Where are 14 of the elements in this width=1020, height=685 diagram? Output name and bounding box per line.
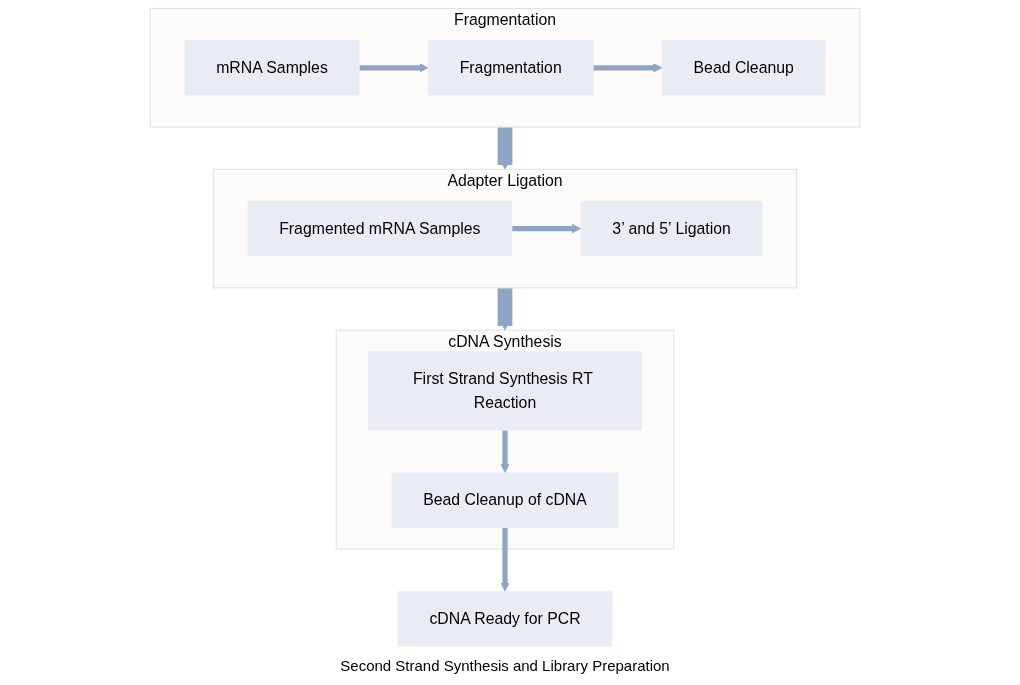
node-box: Fragmented mRNA Samples (247, 200, 513, 257)
arrow (512, 224, 582, 234)
node-box: cDNA Ready for PCR (397, 591, 613, 647)
node-box: Bead Cleanup of cDNA (391, 472, 619, 528)
arrow (359, 63, 429, 73)
node-box: mRNA Samples (184, 40, 360, 96)
node-box: Fragmentation (428, 40, 594, 96)
node-box: First Strand Synthesis RT Reaction (367, 351, 643, 431)
node-box: Bead Cleanup (661, 40, 826, 96)
arrow (593, 63, 663, 73)
arrow (500, 527, 510, 592)
note-text: Second Strand Synthesis and Library Preparation (340, 657, 670, 674)
arrow (500, 430, 510, 473)
node-box: 3’ and 5’ Ligation (580, 200, 763, 257)
